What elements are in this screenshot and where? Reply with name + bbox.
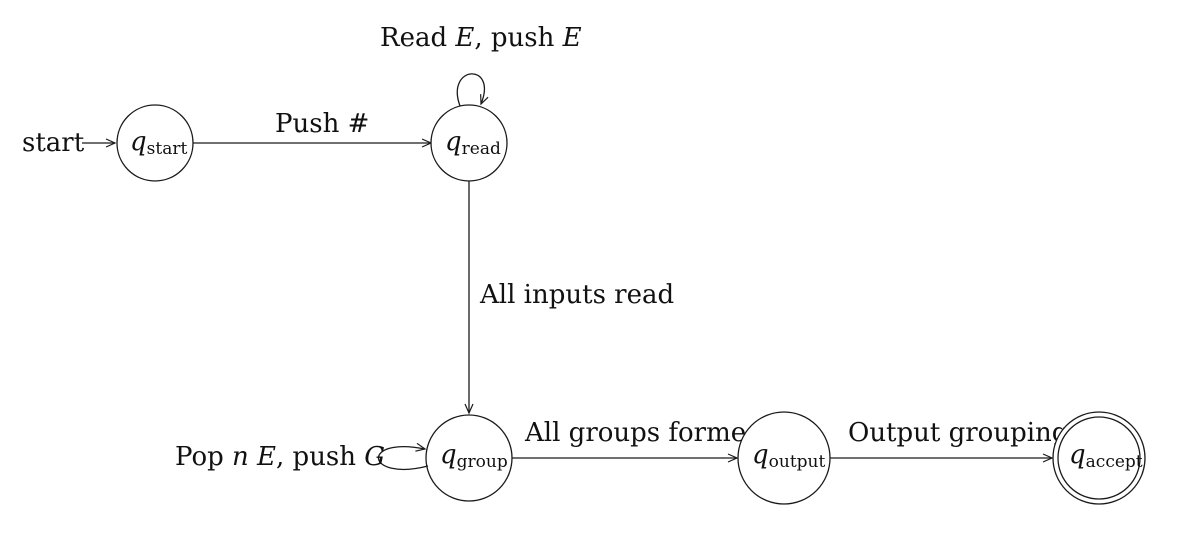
state-accept-inner-circle (1057, 416, 1141, 500)
edge-group-loop (377, 442, 429, 471)
edge-group-loop-label: Pop n E, push G (175, 442, 385, 472)
state-start[interactable]: qstart (116, 104, 194, 182)
state-output-label: qoutput (752, 440, 826, 472)
edge-output-to-accept-label: Output grouping (848, 418, 1068, 448)
state-accept-label: qaccept (1069, 440, 1143, 472)
state-output[interactable]: qoutput (737, 411, 831, 505)
state-start-label: qstart (130, 127, 187, 159)
state-accept[interactable]: qaccept (1052, 411, 1146, 505)
edge-read-loop-label: Read E, push E (380, 23, 582, 53)
edge-group-to-output-label: All groups formed (524, 418, 763, 448)
state-read-label: qread (445, 127, 501, 159)
state-read[interactable]: qread (430, 104, 508, 182)
edge-start-to-read-label: Push # (275, 109, 369, 139)
edge-read-loop (456, 73, 489, 107)
state-group-label: qgroup (440, 440, 508, 472)
start-label: start (22, 128, 85, 158)
state-group[interactable]: qgroup (425, 414, 513, 502)
edge-read-to-group-label: All inputs read (479, 280, 674, 310)
